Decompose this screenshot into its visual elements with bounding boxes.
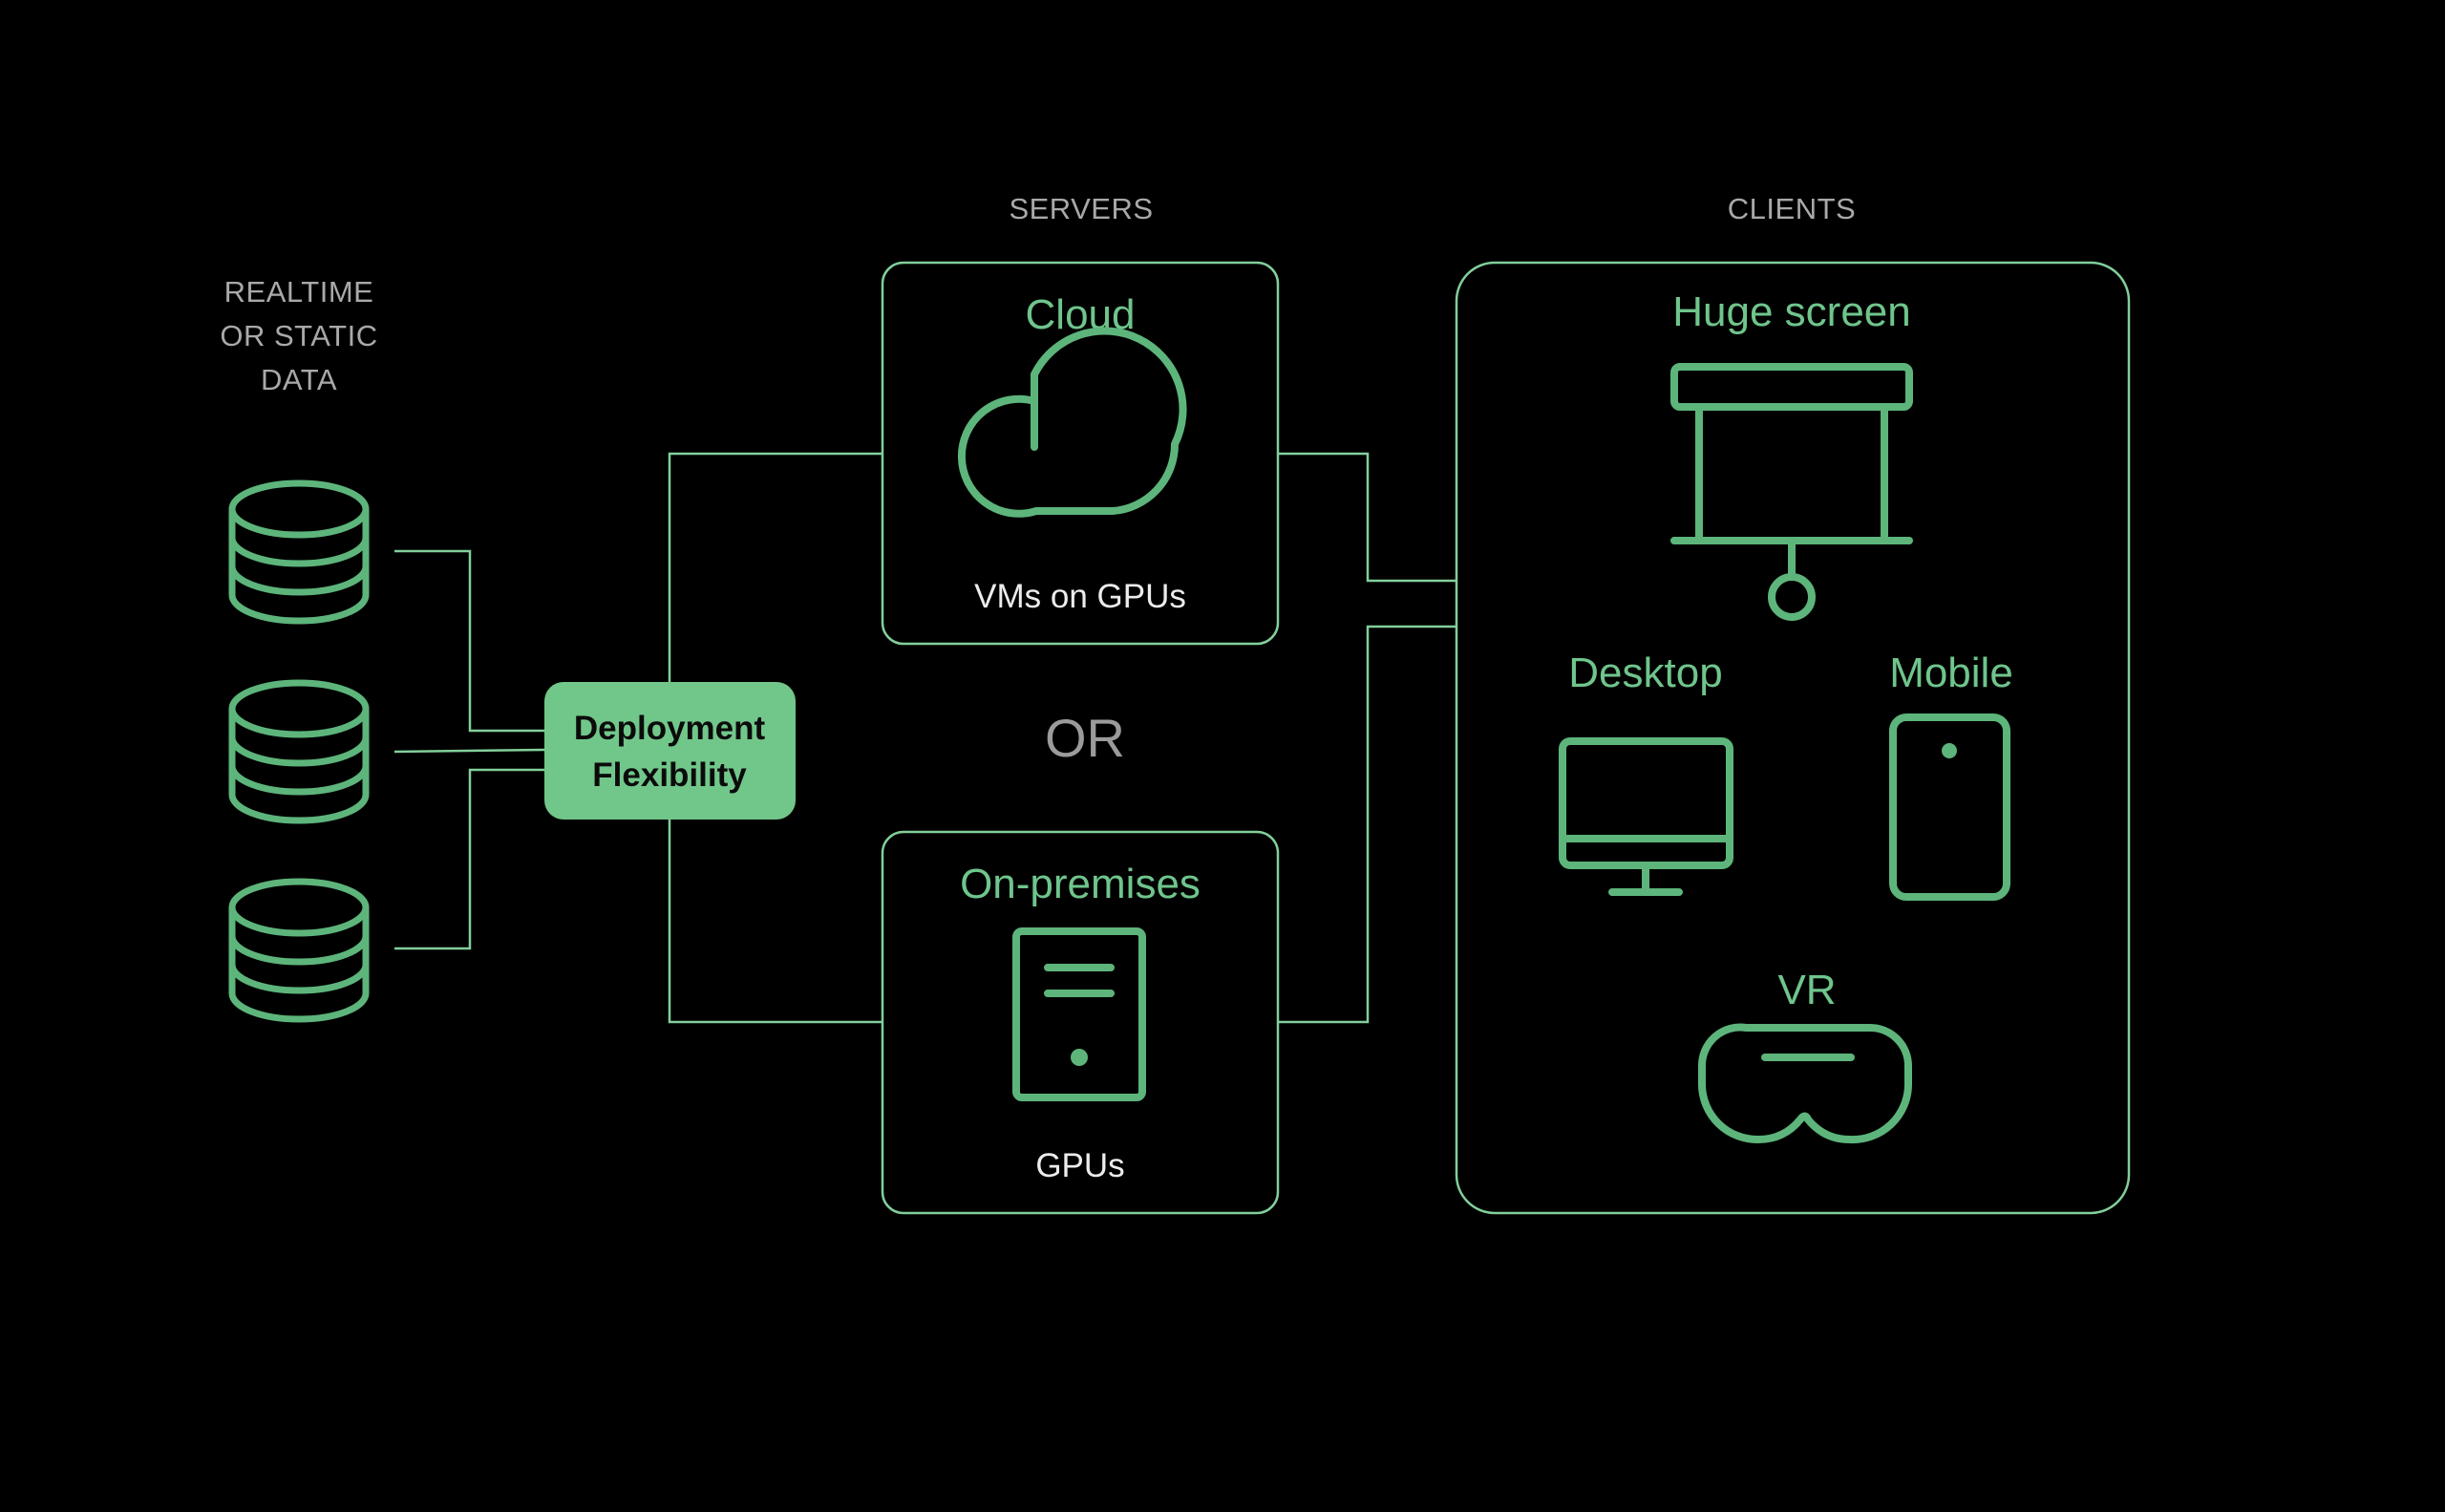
client-label-desktop: Desktop bbox=[1568, 650, 1722, 696]
or-separator: OR bbox=[1045, 708, 1125, 768]
connector-db3-hub bbox=[394, 768, 544, 950]
connector-onprem-clients bbox=[1278, 625, 1456, 1024]
onprem-caption: GPUs bbox=[1035, 1147, 1124, 1184]
servers-heading: SERVERS bbox=[1009, 192, 1153, 225]
data-heading-line-1: REALTIME bbox=[224, 275, 374, 309]
data-heading-line-2: OR STATIC bbox=[220, 319, 377, 352]
client-label-mobile: Mobile bbox=[1889, 650, 2013, 696]
connector-hub-cloud bbox=[668, 452, 882, 682]
vr-headset-icon bbox=[1697, 1023, 1912, 1144]
projector-screen-icon bbox=[1670, 363, 1913, 621]
onprem-title: On-premises bbox=[960, 861, 1201, 907]
connector-db2-hub bbox=[393, 748, 545, 754]
clients-heading: CLIENTS bbox=[1728, 192, 1856, 225]
deployment-flexibility-button[interactable]: Deployment Flexibility bbox=[544, 682, 796, 820]
smartphone-icon bbox=[1889, 713, 2010, 901]
connector-db1-hub bbox=[394, 549, 544, 733]
hub-label-line-1: Deployment bbox=[574, 710, 766, 747]
database-icon bbox=[228, 479, 370, 625]
cloud-caption: VMs on GPUs bbox=[974, 578, 1186, 615]
database-icon bbox=[228, 878, 370, 1023]
client-label-huge-screen: Huge screen bbox=[1672, 288, 1910, 335]
desktop-monitor-icon bbox=[1559, 737, 1733, 896]
data-heading-line-3: DATA bbox=[261, 363, 337, 396]
server-tower-icon bbox=[1012, 927, 1146, 1101]
connector-hub-onprem bbox=[668, 820, 882, 1024]
cloud-server-card: Cloud VMs on GPUs bbox=[881, 261, 1280, 646]
onprem-server-card: On-premises GPUs bbox=[881, 830, 1280, 1215]
database-icon bbox=[228, 679, 370, 824]
clients-card: Huge screen Desktop Mobile VR bbox=[1455, 261, 2131, 1215]
client-label-vr: VR bbox=[1777, 967, 1836, 1013]
connector-cloud-clients bbox=[1278, 452, 1456, 583]
hub-label-line-2: Flexibility bbox=[592, 756, 747, 794]
cloud-icon bbox=[957, 327, 1187, 518]
